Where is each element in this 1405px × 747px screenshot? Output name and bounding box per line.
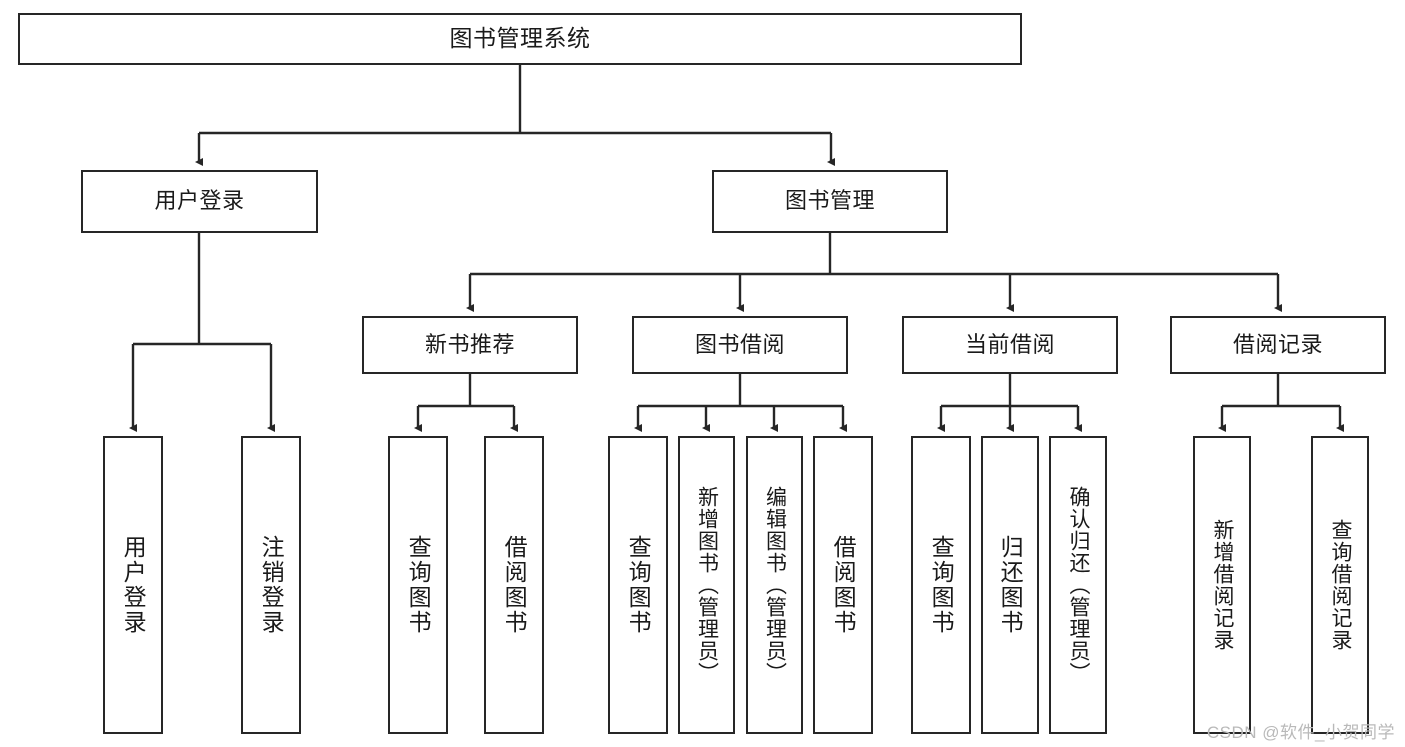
- node-book-management-system[interactable]: 图书管理系统: [18, 13, 1022, 65]
- node-label: 注销登录: [258, 535, 285, 635]
- leaf-borrow-book-recommend[interactable]: 借阅图书: [484, 436, 544, 734]
- node-label: 查询图书: [625, 535, 652, 635]
- leaf-add-book-admin[interactable]: 新增图书（管理员）: [678, 436, 735, 734]
- node-label: 用户登录: [120, 535, 147, 635]
- node-label: 新增借阅记录: [1211, 519, 1235, 651]
- leaf-return-book[interactable]: 归还图书: [981, 436, 1039, 734]
- csdn-watermark: CSDN @软件_小贺同学: [1206, 723, 1395, 742]
- leaf-query-book-current[interactable]: 查询图书: [911, 436, 971, 734]
- leaf-user-login[interactable]: 用户登录: [103, 436, 163, 734]
- leaf-query-book-recommend[interactable]: 查询图书: [388, 436, 448, 734]
- node-label: 查询图书: [405, 535, 432, 635]
- node-label: 用户登录: [154, 188, 245, 214]
- leaf-add-borrow-record[interactable]: 新增借阅记录: [1193, 436, 1251, 734]
- node-label: 归还图书: [997, 535, 1024, 635]
- leaf-query-book-borrow[interactable]: 查询图书: [608, 436, 668, 734]
- node-label: 编辑图书（管理员）: [763, 486, 787, 684]
- node-label: 借阅图书: [501, 535, 528, 635]
- node-label: 当前借阅: [964, 331, 1055, 357]
- leaf-query-borrow-record[interactable]: 查询借阅记录: [1311, 436, 1369, 734]
- node-new-book-recommend[interactable]: 新书推荐: [362, 316, 578, 374]
- node-current-borrow[interactable]: 当前借阅: [902, 316, 1118, 374]
- node-label: 图书借阅: [694, 331, 785, 357]
- node-book-management[interactable]: 图书管理: [712, 170, 948, 233]
- node-label: 查询借阅记录: [1329, 519, 1353, 651]
- node-label: 新增图书（管理员）: [695, 486, 719, 684]
- leaf-edit-book-admin[interactable]: 编辑图书（管理员）: [746, 436, 803, 734]
- node-borrow-record[interactable]: 借阅记录: [1170, 316, 1386, 374]
- node-label: 借阅记录: [1232, 331, 1323, 357]
- node-label: 图书管理: [784, 188, 875, 214]
- leaf-borrow-book[interactable]: 借阅图书: [813, 436, 873, 734]
- leaf-confirm-return-admin[interactable]: 确认归还（管理员）: [1049, 436, 1107, 734]
- node-label: 新书推荐: [424, 331, 515, 357]
- node-book-borrow[interactable]: 图书借阅: [632, 316, 848, 374]
- node-label: 查询图书: [928, 535, 955, 635]
- node-label: 确认归还（管理员）: [1067, 486, 1091, 684]
- node-label: 借阅图书: [830, 535, 857, 635]
- node-label: 图书管理系统: [449, 25, 591, 52]
- leaf-logout-login[interactable]: 注销登录: [241, 436, 301, 734]
- node-user-login[interactable]: 用户登录: [81, 170, 318, 233]
